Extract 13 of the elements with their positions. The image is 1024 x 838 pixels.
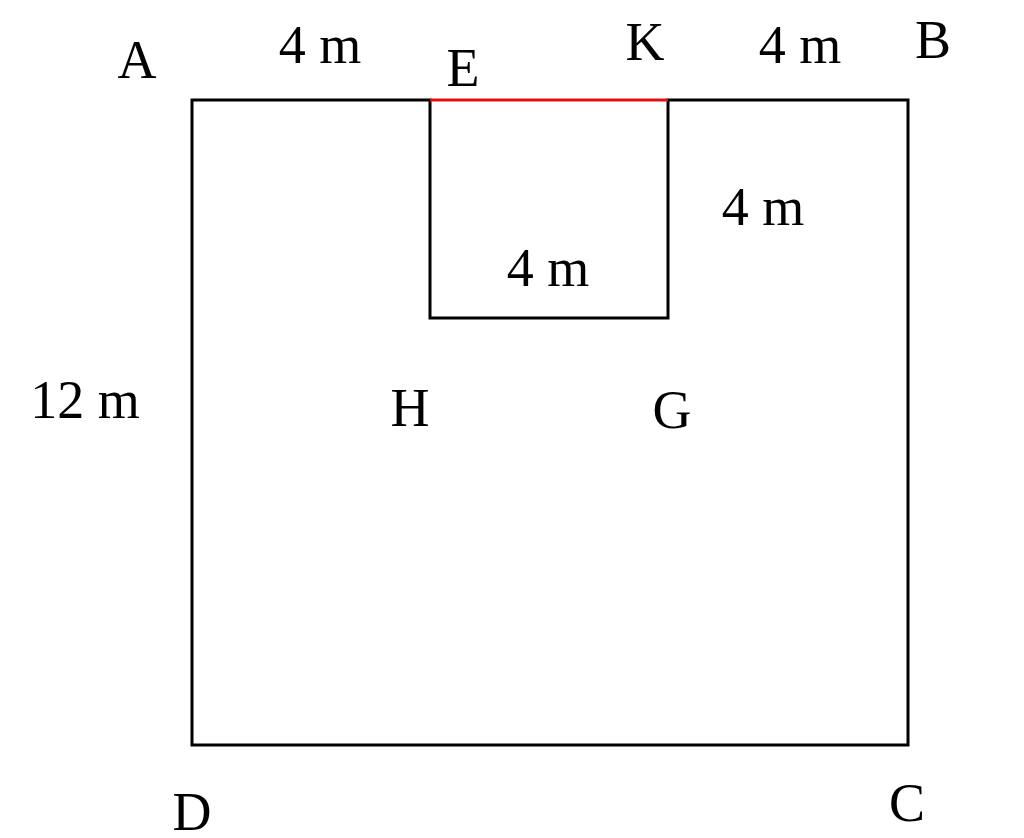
dimension-label: 4 m [278,18,362,72]
point-label: D [172,785,212,838]
point-label: A [117,33,157,87]
point-label: G [652,383,692,437]
point-label: B [915,13,951,67]
dimension-label: 12 m [30,373,140,427]
dimension-label: 4 m [506,241,590,295]
point-label: C [889,776,925,830]
dimension-label: 4 m [758,18,842,72]
dimension-label: 4 m [721,180,805,234]
point-label: H [390,381,430,435]
point-label: E [446,41,480,95]
point-label: K [625,15,665,69]
